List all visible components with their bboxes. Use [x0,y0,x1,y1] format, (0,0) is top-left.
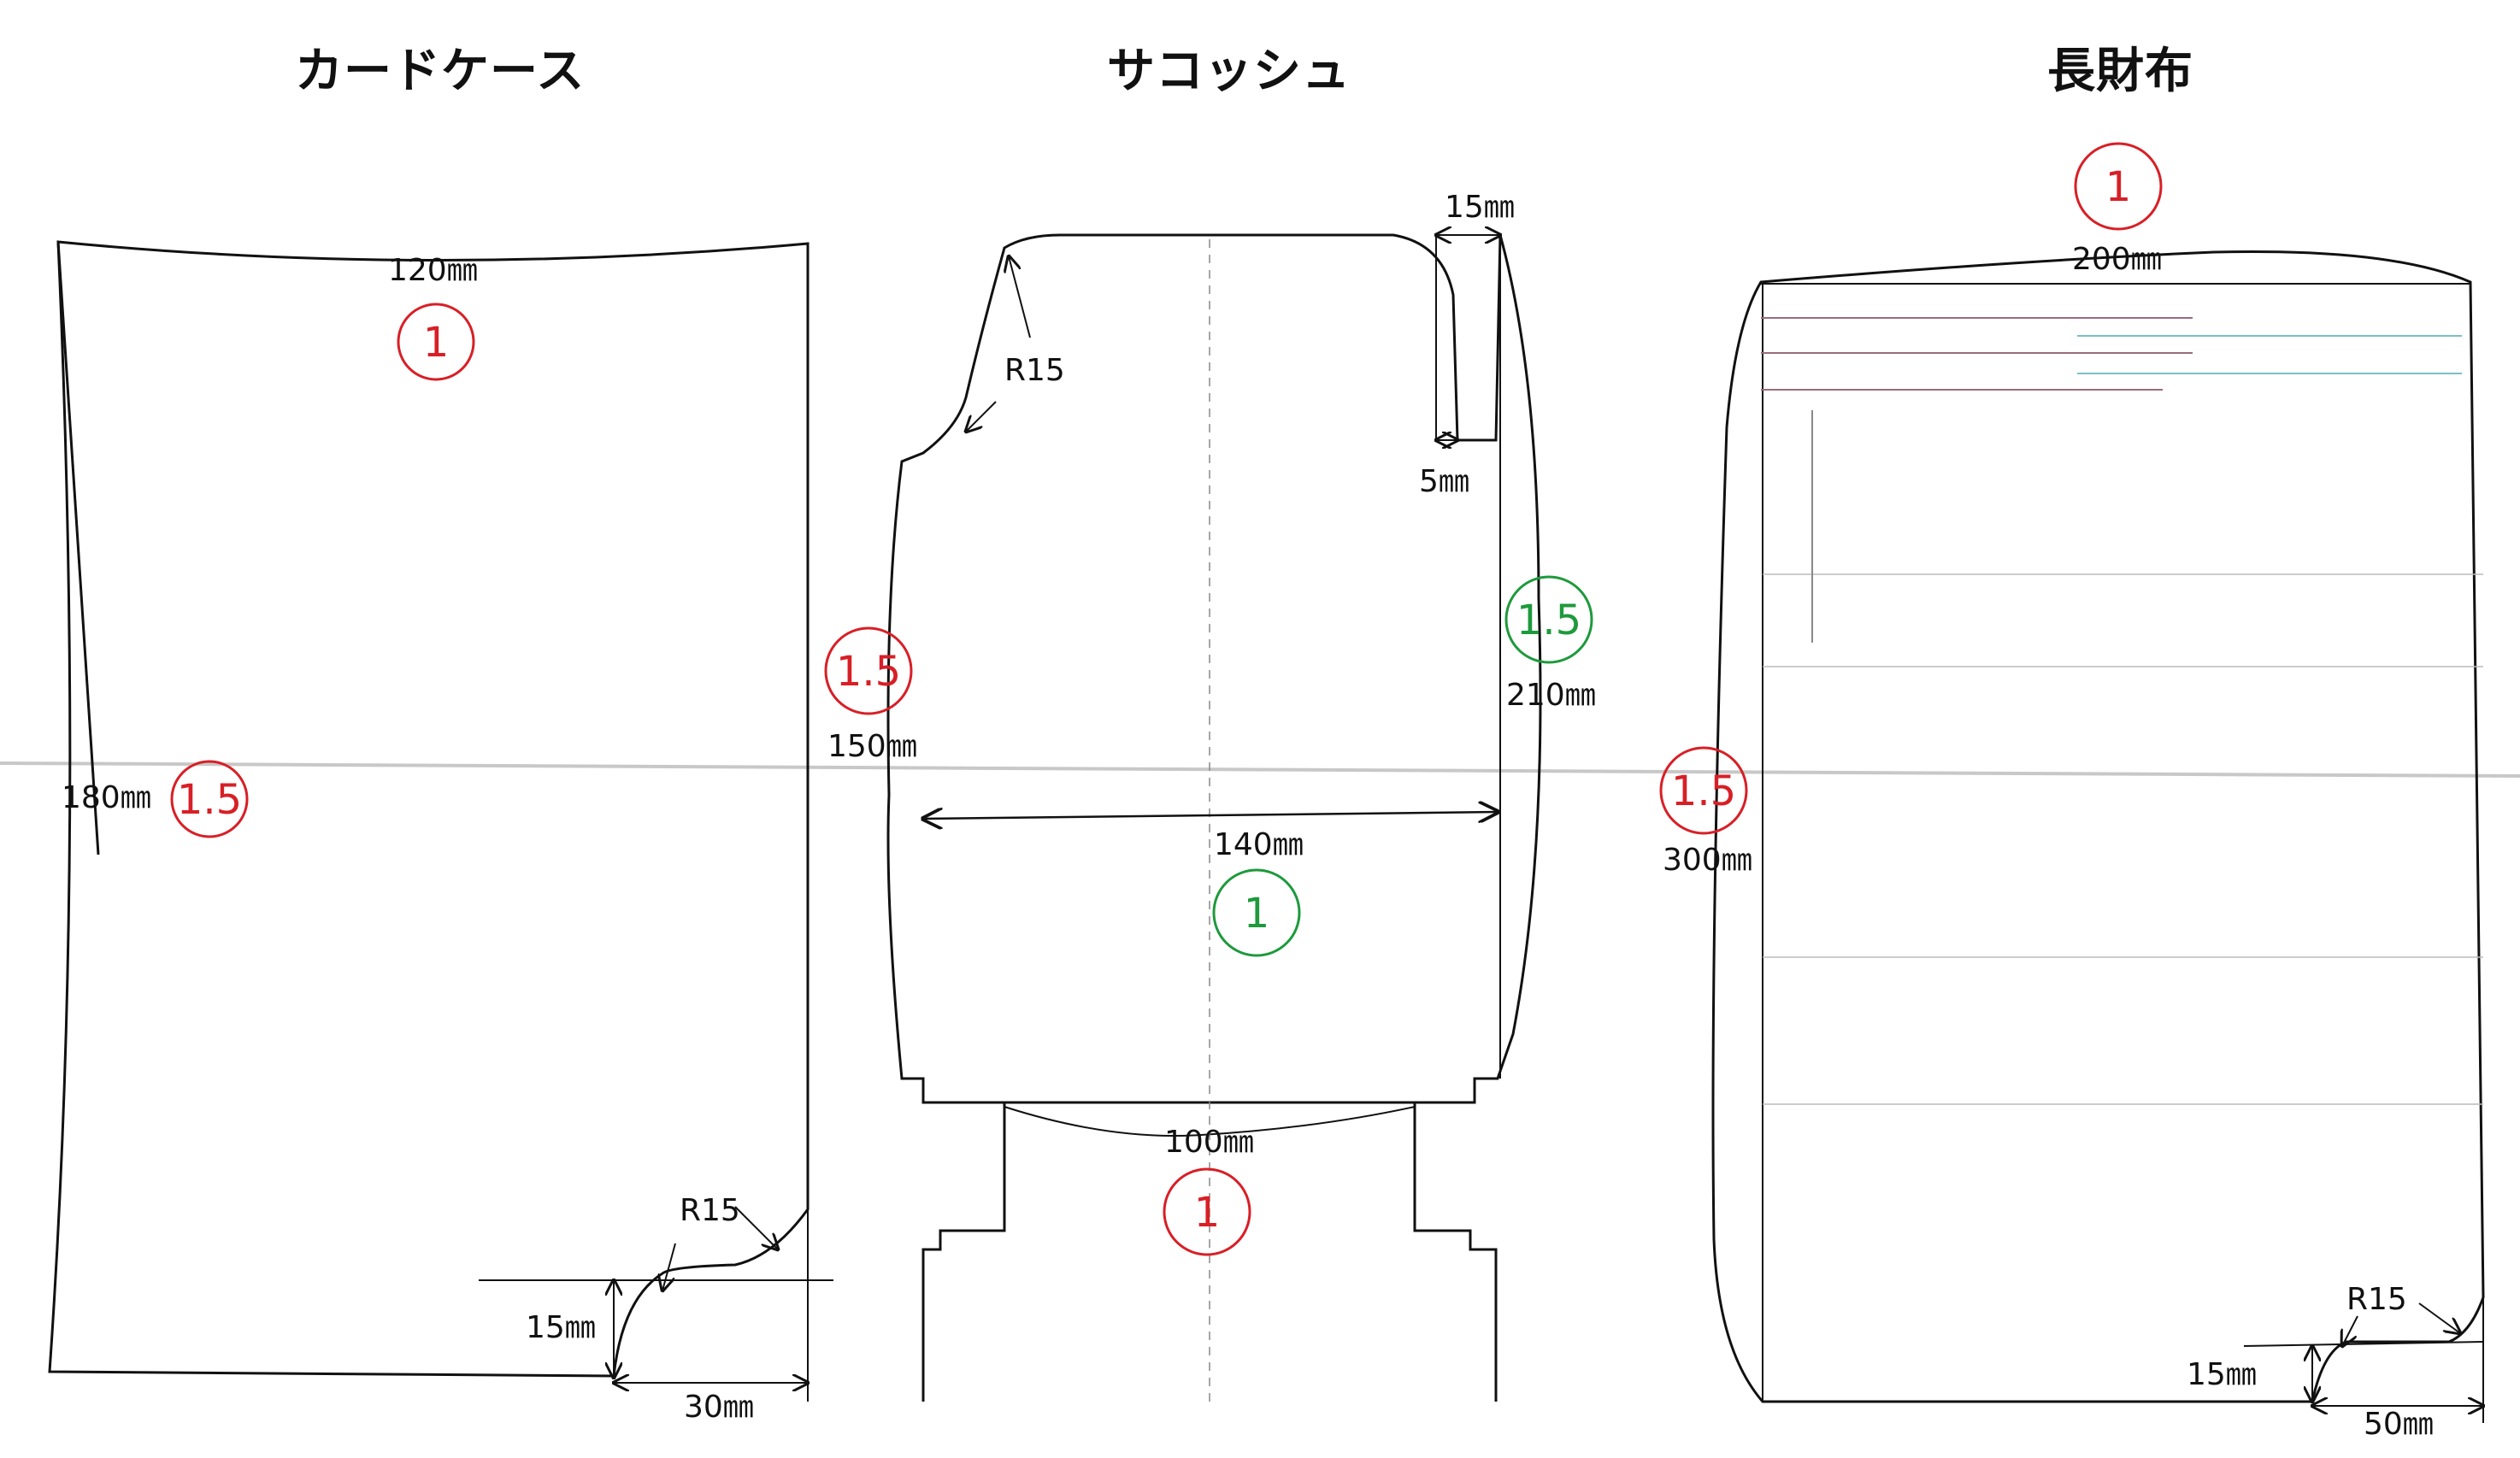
sacoche-main-outline [886,233,1542,1104]
card-case-inner-guide [56,241,100,855]
long-wallet-corner-v-label: 15㎜ [2187,1357,2257,1392]
card-case-title: カードケース [295,44,586,99]
long-wallet-side-thickness-badge: 1.5 [1659,746,1748,835]
card-case-corner-v-label: 15㎜ [526,1310,596,1345]
long-wallet-pattern [1711,250,2485,1423]
scan-line [0,761,2520,778]
sacoche-notch-label: 5㎜ [1419,464,1469,499]
card-case-radius-label: R15 [680,1193,740,1228]
long-wallet-corner-h-label: 50㎜ [2364,1407,2434,1442]
sacoche-bottom-width-label: 100㎜ [1164,1125,1254,1160]
card-case-corner-h-label: 30㎜ [684,1390,754,1425]
sacoche-bottom-thickness-badge: 1 [1163,1167,1251,1256]
sacoche-pattern [886,233,1542,1402]
sacoche-right-height-label: 210㎜ [1506,678,1596,713]
long-wallet-title: 長財布 [2047,44,2193,99]
long-wallet-outline [1711,250,2485,1403]
svg-text:1.5: 1.5 [1671,767,1736,815]
sacoche-bottom-strip [921,1102,1498,1402]
svg-text:1: 1 [2105,163,2132,211]
card-case-width-label: 120㎜ [388,253,478,288]
sacoche-left-thickness-badge: 1.5 [824,626,913,715]
svg-text:1.5: 1.5 [1516,597,1581,644]
long-wallet-corner-ref-line [2243,1341,2484,1347]
card-case-pattern [48,240,833,1402]
sacoche-top-gap-label: 15㎜ [1445,190,1515,225]
sacoche-right-thickness-badge: 1.5 [1504,575,1593,664]
card-case-thickness-side-badge: 1.5 [170,760,249,838]
svg-text:1: 1 [1244,890,1270,938]
card-case-height-label: 180㎜ [62,780,151,815]
svg-text:1: 1 [1194,1189,1221,1237]
card-case-radius-leader-2 [662,1243,676,1290]
sacoche-width-label: 140㎜ [1214,827,1304,862]
long-wallet-height-label: 300㎜ [1663,843,1752,878]
sacoche-left-height-label: 150㎜ [827,729,917,764]
sacoche-width-dimension [923,812,1498,819]
long-wallet-radius-leader-2 [2342,1315,2358,1346]
card-case-thickness-top-badge: 1 [397,303,475,381]
sacoche-title: サコッシュ [1107,44,1351,99]
sacoche-radius-leader-2 [966,401,997,432]
long-wallet-radius-label: R15 [2346,1282,2407,1317]
svg-text:1: 1 [423,319,450,367]
svg-text:1.5: 1.5 [177,776,242,824]
long-wallet-width-label: 200㎜ [2072,242,2162,277]
card-case-radius-leader [734,1206,778,1249]
sacoche-radius-label: R15 [1004,353,1065,388]
sacoche-center-thickness-badge: 1 [1212,868,1301,957]
long-wallet-top-thickness-badge: 1 [2074,142,2163,231]
sacoche-bottom-curve [1004,1106,1416,1138]
long-wallet-radius-leader [2418,1302,2460,1333]
sacoche-radius-leader [1009,256,1031,338]
card-case-outline [48,240,810,1378]
svg-text:1.5: 1.5 [836,648,901,696]
